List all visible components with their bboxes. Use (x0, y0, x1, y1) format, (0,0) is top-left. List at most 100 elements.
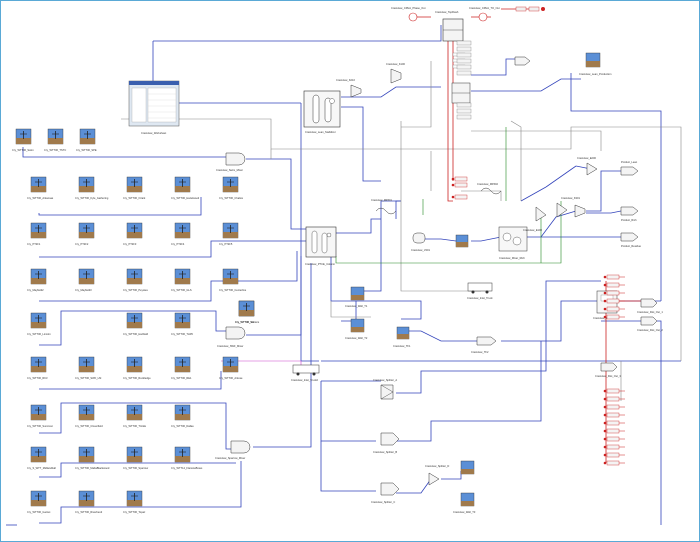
stream-line[interactable] (570, 73, 662, 301)
vessel-1[interactable]: Crestview_TF1 (393, 326, 411, 348)
well-icon[interactable]: Cry_PT2F2 (75, 222, 95, 246)
stream-line[interactable] (39, 251, 298, 302)
compressor-2[interactable]: Crestview_K210 (336, 78, 362, 98)
splitter-1[interactable]: Crestview_Splitter_A (373, 378, 397, 400)
stream-tag[interactable] (603, 298, 625, 304)
mixer-2[interactable]: Crestview_SWF_Mixer (217, 326, 246, 348)
stream-tag[interactable] (603, 444, 625, 450)
well-icon[interactable]: Cry_WTT06_Rockledge (123, 356, 151, 380)
well-icon[interactable]: Cry_WTT06_RE1 (171, 356, 192, 380)
well-icon[interactable]: Cry_WTT06_Trinkle (123, 404, 147, 428)
stream-line[interactable] (395, 200, 401, 219)
stream-line[interactable] (526, 210, 577, 238)
compressor-1[interactable]: Crestview_K100 (386, 62, 405, 84)
stream-line[interactable] (520, 186, 547, 202)
stream-tag[interactable] (603, 274, 625, 280)
well-icon[interactable]: Cry_WTT06_Swim (12, 128, 34, 152)
well-icon[interactable]: Cry_WTT06_TSTC (44, 128, 66, 152)
stream-line[interactable] (39, 371, 222, 390)
stream-line[interactable] (341, 301, 357, 322)
distribution-outlet-3[interactable]: Crestview_Dist_Out_3 (595, 362, 621, 378)
well-icon[interactable]: Cry_Mayfield3 (75, 268, 95, 292)
well-icon[interactable]: Cry_PT2F4 (171, 222, 191, 246)
well-icon[interactable]: Cry_WTT06_Hazelwood (171, 176, 200, 200)
stream-line[interactable] (39, 462, 236, 478)
mixer-1[interactable]: Crestview_Swim_Mixer (216, 152, 246, 172)
stream-line[interactable] (471, 130, 602, 151)
stream-line[interactable] (586, 210, 622, 214)
stream-tag[interactable] (603, 460, 625, 466)
export-block[interactable]: Crestview_Lean_Production (579, 52, 612, 76)
well-icon[interactable]: Cry_WTT06_Lincoln (27, 312, 51, 336)
well-icon[interactable]: Cry_WTT06_Topaz (123, 490, 146, 514)
stream-tag[interactable] (456, 114, 472, 120)
stream-line[interactable] (356, 200, 401, 292)
stream-line[interactable] (510, 120, 522, 201)
stream-line[interactable] (121, 118, 682, 361)
stream-tag[interactable] (603, 314, 625, 320)
stream-line[interactable] (400, 121, 481, 292)
spiral-2[interactable]: Crestview_MF502 (477, 182, 502, 195)
stream-line[interactable] (38, 197, 202, 216)
stream-line[interactable] (39, 402, 233, 450)
separator-2[interactable]: Crestview_V401 (411, 232, 430, 252)
stream-tag[interactable] (603, 282, 625, 288)
stream-line[interactable] (335, 201, 562, 264)
pump-right[interactable]: Crestview_CPHA_TO_Out (469, 6, 500, 22)
stream-tag[interactable] (603, 452, 625, 458)
well-icon[interactable]: Cry_WTT06_RK3 (27, 356, 48, 380)
well-icon[interactable]: Cry_WTT06_Suncrest (27, 404, 53, 428)
truck-1[interactable]: Crestview_Inlet_Truck (467, 282, 493, 300)
well-icon[interactable]: Cry_WTT14_FlamsteBrass (171, 446, 203, 470)
stream-line[interactable] (401, 330, 481, 342)
stream-line[interactable] (330, 301, 371, 318)
stream-line[interactable] (153, 25, 442, 42)
well-icon[interactable]: Cry_WTT06_TH05 (171, 312, 193, 336)
stream-tag[interactable] (451, 194, 468, 200)
stream-line[interactable] (300, 103, 319, 362)
stream-tag[interactable] (603, 404, 625, 410)
stream-line[interactable] (501, 300, 601, 342)
distribution-outlet-1[interactable]: Crestview_Dist_Out_1 (637, 298, 663, 314)
well-icon[interactable]: Cry_S_WTT_Midlandball (27, 446, 56, 470)
well-icon[interactable]: Cry_WTT06_Centerline (219, 268, 247, 292)
distribution-outlet-2[interactable]: Crestview_Dist_Out_2 (637, 316, 663, 332)
well-icon[interactable]: Cry_WTT06_Ozark (123, 176, 146, 200)
stream-tag[interactable] (456, 108, 472, 114)
stream-line[interactable] (22, 147, 226, 158)
stream-line[interactable] (421, 238, 457, 242)
stream-line[interactable] (39, 310, 226, 346)
stream-line[interactable] (586, 170, 621, 212)
stream-line[interactable] (39, 240, 306, 258)
stream-line[interactable] (341, 106, 381, 182)
well-icon[interactable]: Cry_WTT06_Sparrow (123, 446, 148, 470)
well-icon[interactable]: Cry_WTT06_Riverbend (75, 490, 103, 514)
stream-icon-mid[interactable] (455, 234, 469, 248)
well-icon[interactable]: Cry_Mayfield2 (27, 268, 47, 292)
well-icon[interactable]: Cry_WTT06_Hartfield (123, 312, 149, 336)
well-icon[interactable]: Cry_WTT06_SWF_LM (75, 356, 101, 380)
expander-1[interactable]: Crestview_K301 (561, 196, 586, 218)
stream-tag[interactable] (603, 420, 625, 426)
well-icon[interactable]: Cry_WTT06_GLS (171, 268, 192, 292)
well-right-2[interactable]: Crestview_Well_T2 (345, 318, 368, 340)
splitter-4[interactable]: Crestview_Splitter_D (425, 464, 449, 486)
stream-line[interactable] (471, 78, 581, 92)
stream-line[interactable] (336, 218, 381, 234)
stream-tag[interactable] (603, 396, 625, 402)
cooler-1[interactable] (556, 202, 568, 218)
stream-line[interactable] (471, 58, 521, 76)
well-right-1[interactable]: Crestview_Well_T1 (345, 286, 368, 308)
stream-tag[interactable] (451, 176, 468, 182)
stream-line[interactable] (246, 158, 306, 230)
stream-line[interactable] (320, 381, 376, 442)
stream-tag[interactable] (603, 306, 625, 312)
stream-tag[interactable] (456, 46, 472, 52)
stream-line[interactable] (545, 165, 577, 188)
well-icon[interactable]: Cry_WTT06_Dallas (171, 404, 194, 428)
stream-line[interactable] (341, 86, 441, 98)
column-1[interactable]: Crestview_Lean_Stabilizer (303, 90, 341, 134)
product-3[interactable]: Product_Residue (620, 232, 641, 248)
stream-tag[interactable] (456, 58, 472, 64)
stream-tag[interactable] (603, 412, 625, 418)
